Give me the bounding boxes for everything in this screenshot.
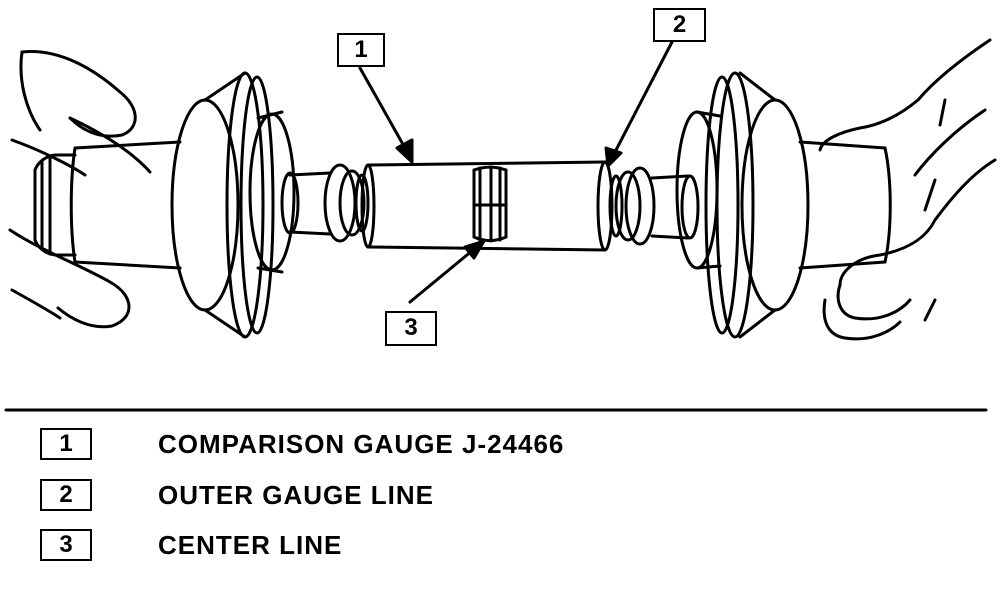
right-flange <box>675 71 810 339</box>
comparison-gauge-body <box>360 160 614 252</box>
left-threaded-end <box>33 153 77 257</box>
legend-item-1: 1 COMPARISON GAUGE J-24466 <box>40 428 563 460</box>
legend-label: OUTER GAUGE LINE <box>158 480 435 510</box>
right-shaft <box>608 166 700 246</box>
callout-3: 3 <box>385 311 437 346</box>
legend-item-3: 3 CENTER LINE <box>40 529 341 561</box>
legend-number: 1 <box>40 428 92 460</box>
legend-label: COMPARISON GAUGE J-24466 <box>158 429 565 459</box>
right-hand <box>818 38 997 341</box>
left-hand <box>8 50 152 329</box>
legend-number: 2 <box>40 479 92 511</box>
callout-arrows <box>358 40 674 304</box>
callout-1: 1 <box>337 33 385 67</box>
left-handle <box>69 140 182 270</box>
legend-item-2: 2 OUTER GAUGE LINE <box>40 479 433 511</box>
left-flange <box>170 71 296 339</box>
legend-label: CENTER LINE <box>158 530 343 560</box>
right-handle <box>798 140 892 270</box>
callout-2: 2 <box>653 8 706 42</box>
legend-number: 3 <box>40 529 92 561</box>
